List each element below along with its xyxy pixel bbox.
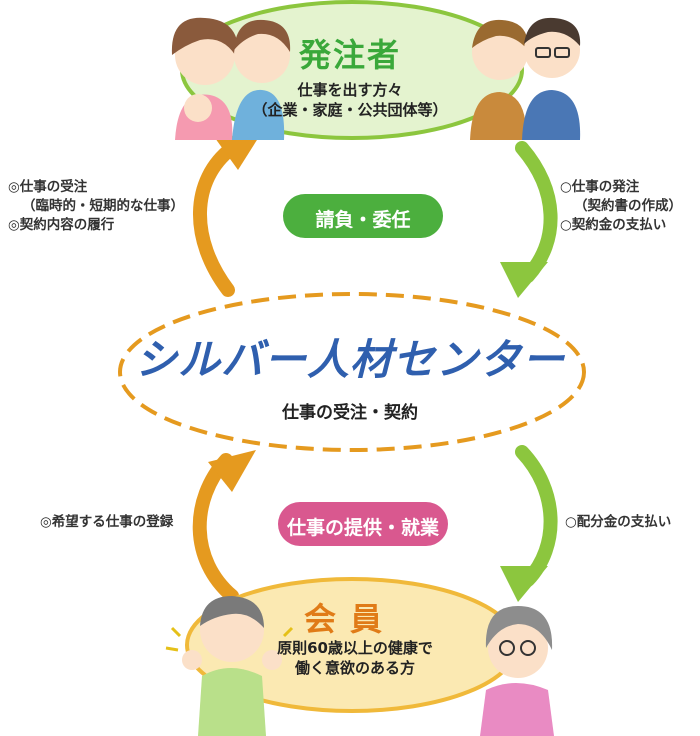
member-title: 会員 <box>303 600 396 638</box>
energetic-member-illustration <box>165 596 294 736</box>
contract-relation-label: 請負・委任 <box>315 209 411 231</box>
arrow-center-to-orderer <box>193 141 239 297</box>
distribution-payment-note: ○配分金の支払い <box>565 514 672 530</box>
orderer-title: 発注者 <box>298 36 401 74</box>
arrow-head-center <box>500 262 548 298</box>
note-line: ◎仕事の受注 <box>8 179 88 195</box>
pill-work-provision <box>278 502 448 546</box>
note-line: ○契約金の支払い <box>560 217 667 233</box>
member-description-line2: 働く意欲のある方 <box>294 659 415 677</box>
arrow-member-to-center <box>192 453 239 603</box>
member-registration-note: ◎希望する仕事の登録 <box>40 514 174 530</box>
orderer-description-line1: 仕事を出す方々 <box>297 81 403 99</box>
family-illustration <box>171 17 291 140</box>
orderer-description-line2: （企業・家庭・公共団体等） <box>252 101 448 119</box>
arrow-head-member <box>500 566 548 602</box>
member-description: 原則60歳以上の健康で 働く意欲のある方 <box>245 638 465 678</box>
arrow-head-orderer <box>215 132 262 170</box>
note-line: ○仕事の発注 <box>560 179 640 195</box>
arrow-head-center-from-member <box>208 450 256 492</box>
arrow-orderer-to-center <box>515 141 558 283</box>
orderer-duties-note: ○仕事の発注 （契約書の作成） ○契約金の支払い <box>560 178 682 235</box>
note-line: （臨時的・短期的な仕事） <box>22 198 184 214</box>
note-line: ◎契約内容の履行 <box>8 217 115 233</box>
work-provision-relation-label: 仕事の提供・就業 <box>286 517 439 539</box>
center-subtitle: 仕事の受注・契約 <box>282 403 418 423</box>
business-people-illustration <box>470 17 581 140</box>
arrow-center-to-member <box>515 445 558 587</box>
note-line: （契約書の作成） <box>574 198 682 214</box>
center-duties-note: ◎仕事の受注 （臨時的・短期的な仕事） ◎契約内容の履行 <box>8 178 184 235</box>
pill-contract <box>283 194 443 238</box>
orderer-description: 仕事を出す方々 （企業・家庭・公共団体等） <box>200 80 500 120</box>
member-description-line1: 原則60歳以上の健康で <box>277 639 433 657</box>
center-title: シルバー人材センター <box>134 335 565 384</box>
female-member-illustration <box>480 606 554 736</box>
center-ellipse <box>118 292 586 452</box>
